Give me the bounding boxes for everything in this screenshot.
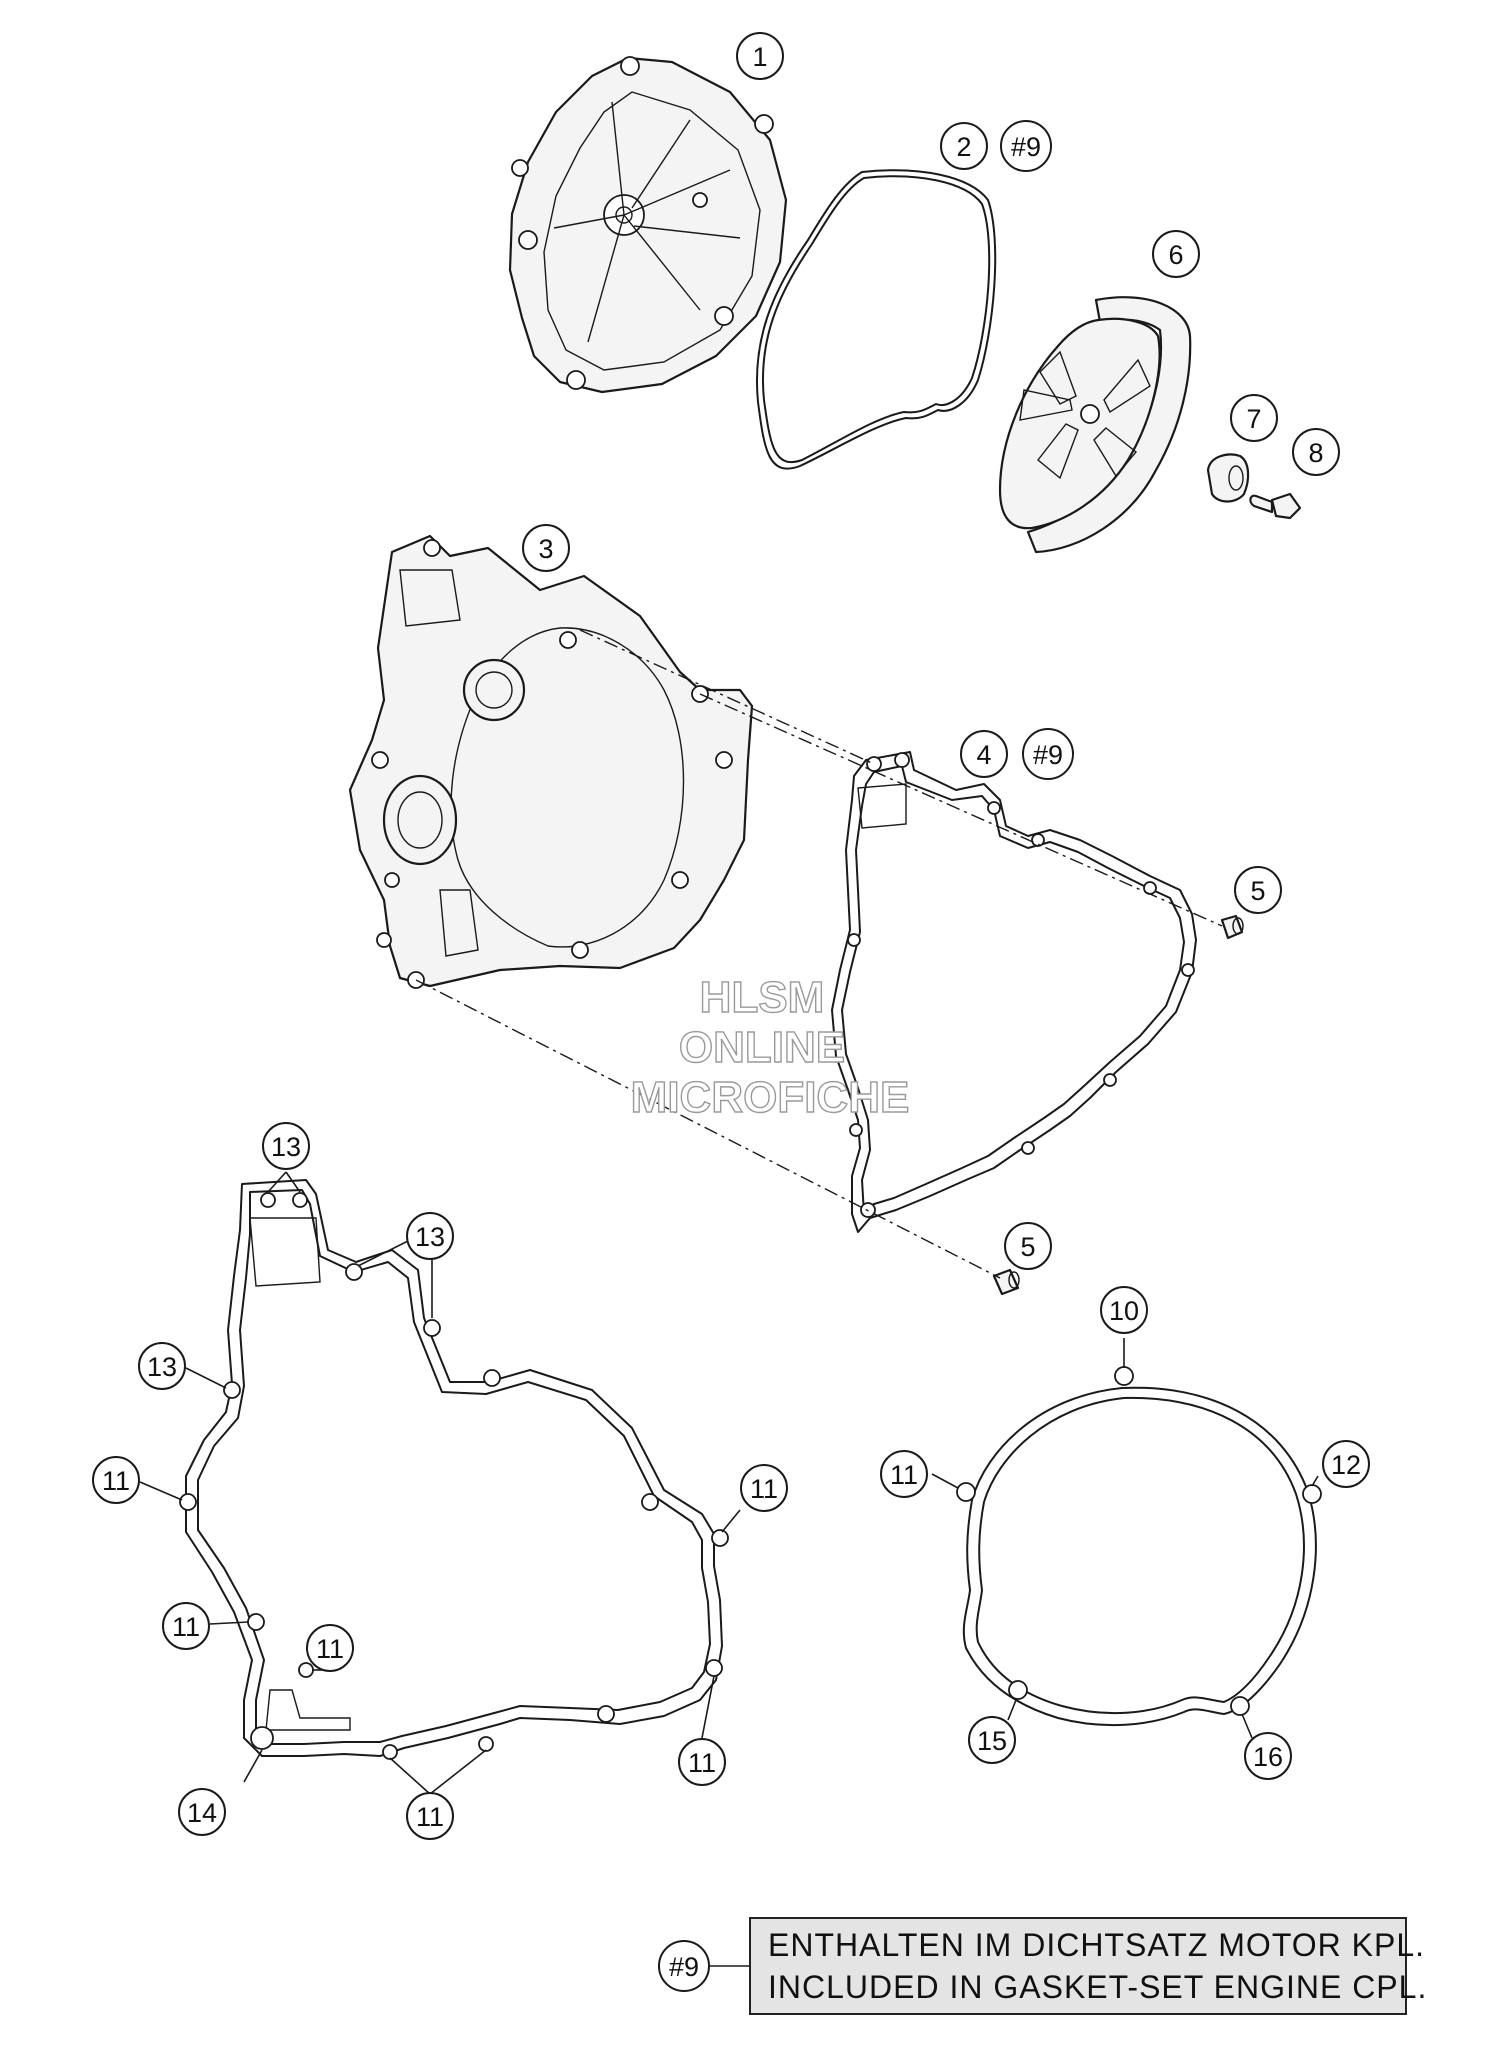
callout-label: 6 [1168, 240, 1183, 270]
callout-2[interactable]: 2 [940, 122, 988, 170]
callout-label: 12 [1331, 1450, 1361, 1480]
callout-13-right[interactable]: 13 [406, 1212, 454, 1260]
callout-label: 11 [172, 1612, 200, 1642]
collar-screw-icon [1249, 492, 1302, 520]
callout-label: 11 [102, 1466, 130, 1496]
clutch-cover-icon [508, 56, 788, 394]
footnote-line-german: ENTHALTEN IM DICHTSATZ MOTOR KPL. [768, 1927, 1425, 1963]
dowel-sleeve-lower-icon [992, 1268, 1020, 1296]
callout-label: 1 [752, 42, 767, 72]
callout-11-right-upper[interactable]: 11 [740, 1464, 788, 1512]
callout-label: #9 [1011, 132, 1041, 162]
callout-label: 11 [416, 1802, 444, 1832]
rubber-grommet-icon [1206, 453, 1250, 503]
callout-3[interactable]: 3 [522, 524, 570, 572]
callout-label: 5 [1020, 1232, 1035, 1262]
callout-label: 11 [316, 1634, 344, 1664]
footnote-ref-callout[interactable]: #9 [658, 1940, 710, 1992]
watermark-line-2: ONLINE [679, 1023, 845, 1072]
callout-label: 15 [977, 1726, 1007, 1756]
alignment-lines [415, 629, 1223, 1279]
callout-14[interactable]: 14 [178, 1788, 226, 1836]
footnote-box [749, 1917, 1407, 2015]
callout-label: 11 [750, 1474, 778, 1504]
callout-label: #9 [1033, 740, 1063, 770]
callout-6[interactable]: 6 [1152, 230, 1200, 278]
callout-4[interactable]: 4 [960, 730, 1008, 778]
callout-8[interactable]: 8 [1292, 428, 1340, 476]
callout-5-upper[interactable]: 5 [1234, 866, 1282, 914]
callout-label: 13 [147, 1352, 177, 1382]
callout-11-inner[interactable]: 11 [306, 1624, 354, 1672]
watermark: HLSM ONLINE MICROFICHE [630, 972, 910, 1122]
callout-11-bottom[interactable]: 11 [406, 1792, 454, 1840]
watermark-line-3: MICROFICHE [631, 1073, 910, 1122]
o-ring-icon [755, 169, 997, 470]
clutch-cover-gasket-icon [831, 751, 1197, 1233]
dowel-sleeve-upper-icon [1220, 914, 1244, 940]
callout-label: 16 [1253, 1742, 1283, 1772]
callout-10[interactable]: 10 [1100, 1286, 1148, 1334]
ignition-cover-gasket-icon [179, 1179, 729, 1760]
callout-13-top[interactable]: 13 [262, 1122, 310, 1170]
callout-11-round-gasket[interactable]: 11 [880, 1450, 928, 1498]
callout-16[interactable]: 16 [1244, 1732, 1292, 1780]
clutch-housing-cover-icon [348, 534, 754, 989]
callout-label: 7 [1246, 404, 1261, 434]
round-gasket-icon [956, 1366, 1322, 1727]
callout-11-left-middle[interactable]: 11 [162, 1602, 210, 1650]
callout-11-right-lower[interactable]: 11 [678, 1738, 726, 1786]
callout-11-left-upper[interactable]: 11 [92, 1456, 140, 1504]
callout-5-lower[interactable]: 5 [1004, 1222, 1052, 1270]
callout-15[interactable]: 15 [968, 1716, 1016, 1764]
callout-label: 5 [1250, 876, 1265, 906]
callout-label: 11 [890, 1460, 918, 1490]
callout-label: #9 [669, 1952, 699, 1982]
callout-label: 2 [956, 132, 971, 162]
callout-label: 14 [187, 1798, 217, 1828]
callout-label: 3 [538, 534, 553, 564]
callout-label: 13 [271, 1132, 301, 1162]
callout-7[interactable]: 7 [1230, 394, 1278, 442]
callout-12[interactable]: 12 [1322, 1440, 1370, 1488]
callout-4-ref[interactable]: #9 [1022, 728, 1074, 780]
callout-1[interactable]: 1 [736, 32, 784, 80]
footnote-line-english: INCLUDED IN GASKET-SET ENGINE CPL. [768, 1969, 1427, 2005]
leader-lines [139, 1171, 1319, 1795]
callout-2-ref[interactable]: #9 [1000, 120, 1052, 172]
footnote: #9 ENTHALTEN IM DICHTSATZ MOTOR KPL. INC… [658, 1917, 1427, 2015]
callout-13-left[interactable]: 13 [138, 1342, 186, 1390]
callout-label: 10 [1109, 1296, 1139, 1326]
callout-label: 11 [688, 1748, 716, 1778]
callout-label: 8 [1308, 438, 1323, 468]
watermark-line-1: HLSM [700, 973, 825, 1022]
callout-label: 13 [415, 1222, 445, 1252]
callout-label: 4 [976, 740, 991, 770]
protection-plate-icon [998, 296, 1192, 554]
